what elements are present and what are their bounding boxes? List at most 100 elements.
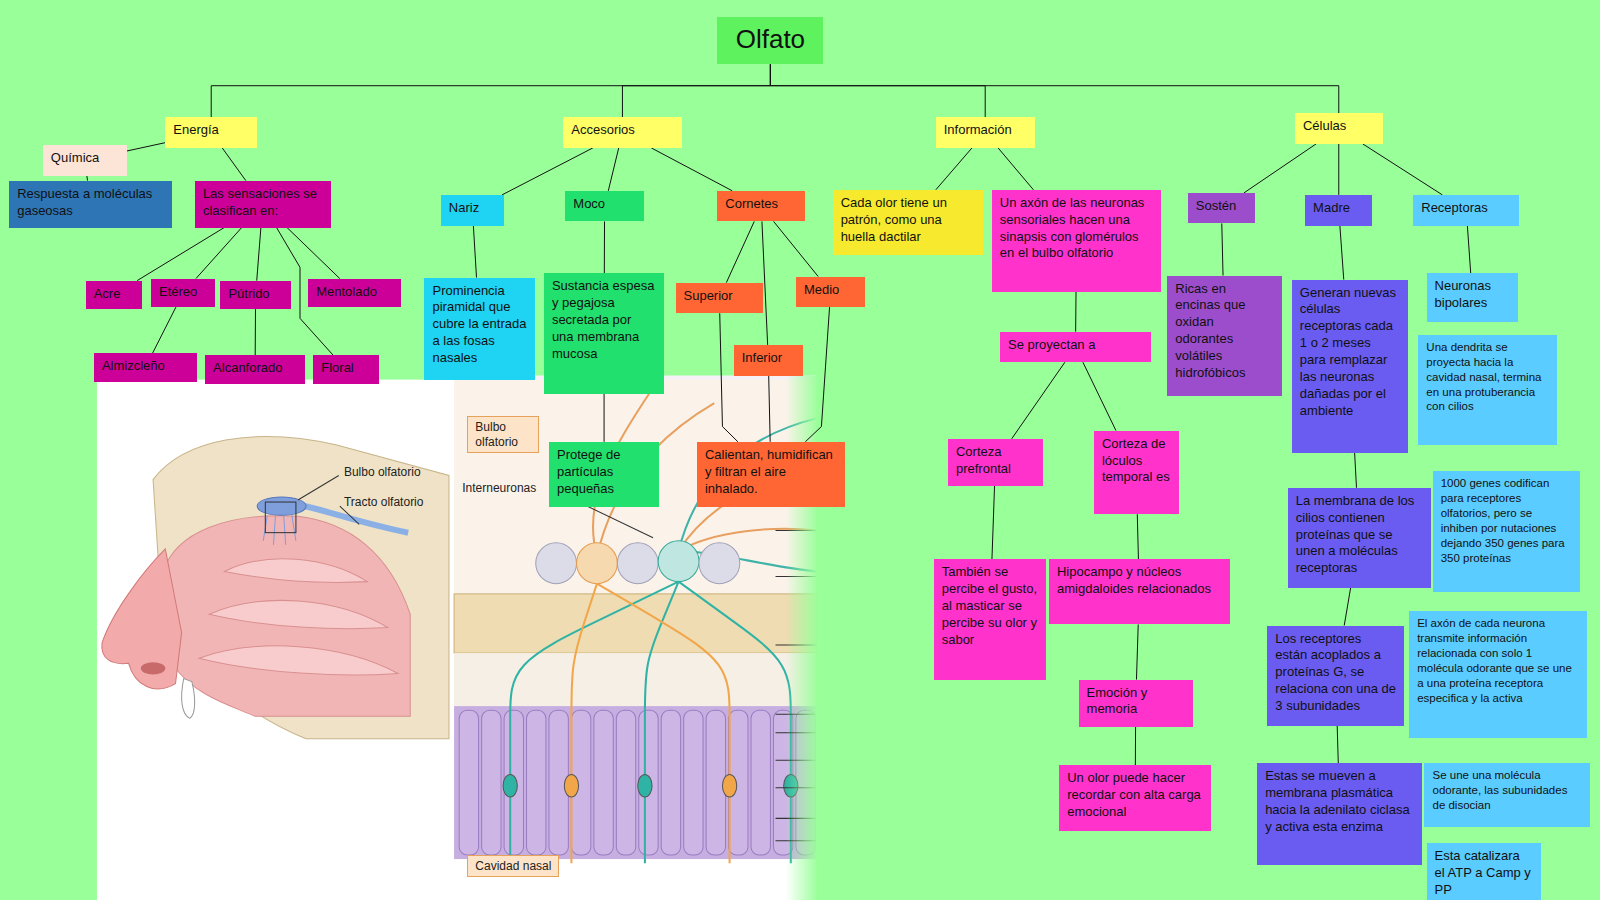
connector [720,313,738,442]
supporting-cell [482,710,501,855]
connector [770,64,1338,113]
node-text: Alcanforado [213,360,297,377]
concept-box: Receptoras [1413,195,1519,226]
node-text: Almizcleño [102,358,189,375]
node-text: Accesorios [571,122,673,139]
part-label: Tracto olfatorio [344,495,424,509]
concept-box: Alcanforado [205,355,305,384]
part-label: Cavidad nasal [467,855,559,877]
concept-box: Medio [796,277,865,308]
node-text: Sostén [1196,198,1247,215]
connector [936,148,972,190]
sensory-axon [571,584,597,776]
turbinate [224,559,367,583]
connector [1363,144,1443,195]
node-text: Los receptores están acoplados a proteín… [1275,631,1396,715]
concept-box: 1000 genes codifican para receptores olf… [1433,471,1580,591]
nostril [141,662,165,674]
concept-box: Pútrido [220,281,290,310]
glomerulus [617,543,658,584]
concept-box: Química [43,145,127,176]
concept-box: Cornetes [717,191,805,222]
node-text: Se proyectan a [1008,337,1143,354]
receptor-neuron [722,774,736,796]
dendrite [570,796,572,863]
connector [1340,226,1344,280]
node-text: Neuronas bipolares [1435,278,1511,312]
node-text: Floral [321,360,370,377]
concept-box: Calientan, humidifican y filtran el aire… [697,442,845,507]
connector [622,64,770,117]
node-text: Información [944,122,1027,139]
connector [992,486,995,559]
connector [1338,144,1339,195]
concept-box: Se proyectan a [1000,332,1151,363]
category-box: Información [936,117,1035,148]
connector [1344,588,1350,626]
part-label: Bulbo olfatorio [467,416,538,453]
supporting-cell [527,710,546,855]
node-text: Pútrido [228,286,282,303]
epithelium [454,706,816,859]
connector [502,148,593,195]
concept-box: Un axón de las neuronas sensoriales hace… [992,190,1161,292]
node-text: La membrana de los cilios contienen prot… [1296,493,1423,577]
glomerulus [577,543,618,584]
connector [604,221,605,273]
receptor-neuron [564,774,578,796]
node-text: El axón de cada neurona transmite inform… [1417,616,1579,706]
node-text: Cornetes [725,196,797,213]
concept-box: Neuronas bipolares [1427,273,1519,322]
connector [137,228,224,281]
concept-box: Un olor puede hacer recordar con alta ca… [1059,765,1211,830]
dendrite [509,796,511,863]
concept-box: Una dendrita se proyecta hacia la cavida… [1418,335,1557,445]
concept-box: Ricas en encinas que oxidan odorantes vo… [1167,276,1281,396]
node-text: Corteza de lóculos temporal es [1102,436,1171,487]
connector [1337,726,1338,764]
node-text: Calientan, humidifican y filtran el aire… [705,447,837,498]
sensory-axon [597,584,730,776]
concept-box: Acre [86,281,142,310]
node-text: También se percibe el gusto, al masticar… [942,564,1038,648]
supporting-cell [661,710,680,855]
node-text: Receptoras [1421,200,1511,217]
node-text: Medio [804,282,857,299]
node-text: Energía [173,122,249,139]
node-text: Estas se mueven a membrana plasmática ha… [1265,768,1414,836]
concept-box: Respuesta a moléculas gaseosas [9,181,172,228]
node-text: Sustancia espesa y pegajosa secretada po… [552,278,656,362]
concept-box: Protege de partículas pequeñas [549,442,659,507]
connector [1135,727,1136,766]
connector [1137,514,1138,559]
connector [1244,144,1316,193]
panel-ground [97,380,454,900]
leader-line [298,476,339,500]
concept-box: Sustancia espesa y pegajosa secretada po… [544,273,664,393]
concept-box: También se percibe el gusto, al masticar… [934,559,1046,679]
node-text: Esta catalizara el ATP a Camp y PP [1435,848,1533,899]
node-text: Un olor puede hacer recordar con alta ca… [1067,770,1203,821]
concept-box: Esta catalizara el ATP a Camp y PP [1427,843,1541,900]
title-box: Olfato [717,17,823,64]
concept-box: Emoción y memoria [1079,680,1193,727]
concept-box: Nariz [441,195,504,226]
concept-box: Prominencia piramidal que cubre la entra… [424,278,534,380]
concept-box: Etéreo [151,279,215,308]
connector [1075,292,1076,332]
concept-box: Corteza de lóculos temporal es [1094,431,1179,515]
node-text: Cada olor tiene un patrón, como una huel… [841,195,975,246]
concept-box: Cada olor tiene un patrón, como una huel… [833,190,983,255]
part-label: Interneuronas [462,481,536,495]
node-text: Células [1303,118,1375,135]
glomerulus [658,541,699,582]
concept-box: Mentolado [308,279,401,308]
connector [805,307,829,442]
sensory-axon [679,582,791,776]
tooth [182,679,195,719]
receptor-neuron [638,774,652,796]
concept-box: Las sensaciones se clasifican en: [195,181,331,228]
concept-box: Almizcleño [94,353,197,382]
node-text: Se une una molécula odorante, las subuni… [1432,768,1581,813]
